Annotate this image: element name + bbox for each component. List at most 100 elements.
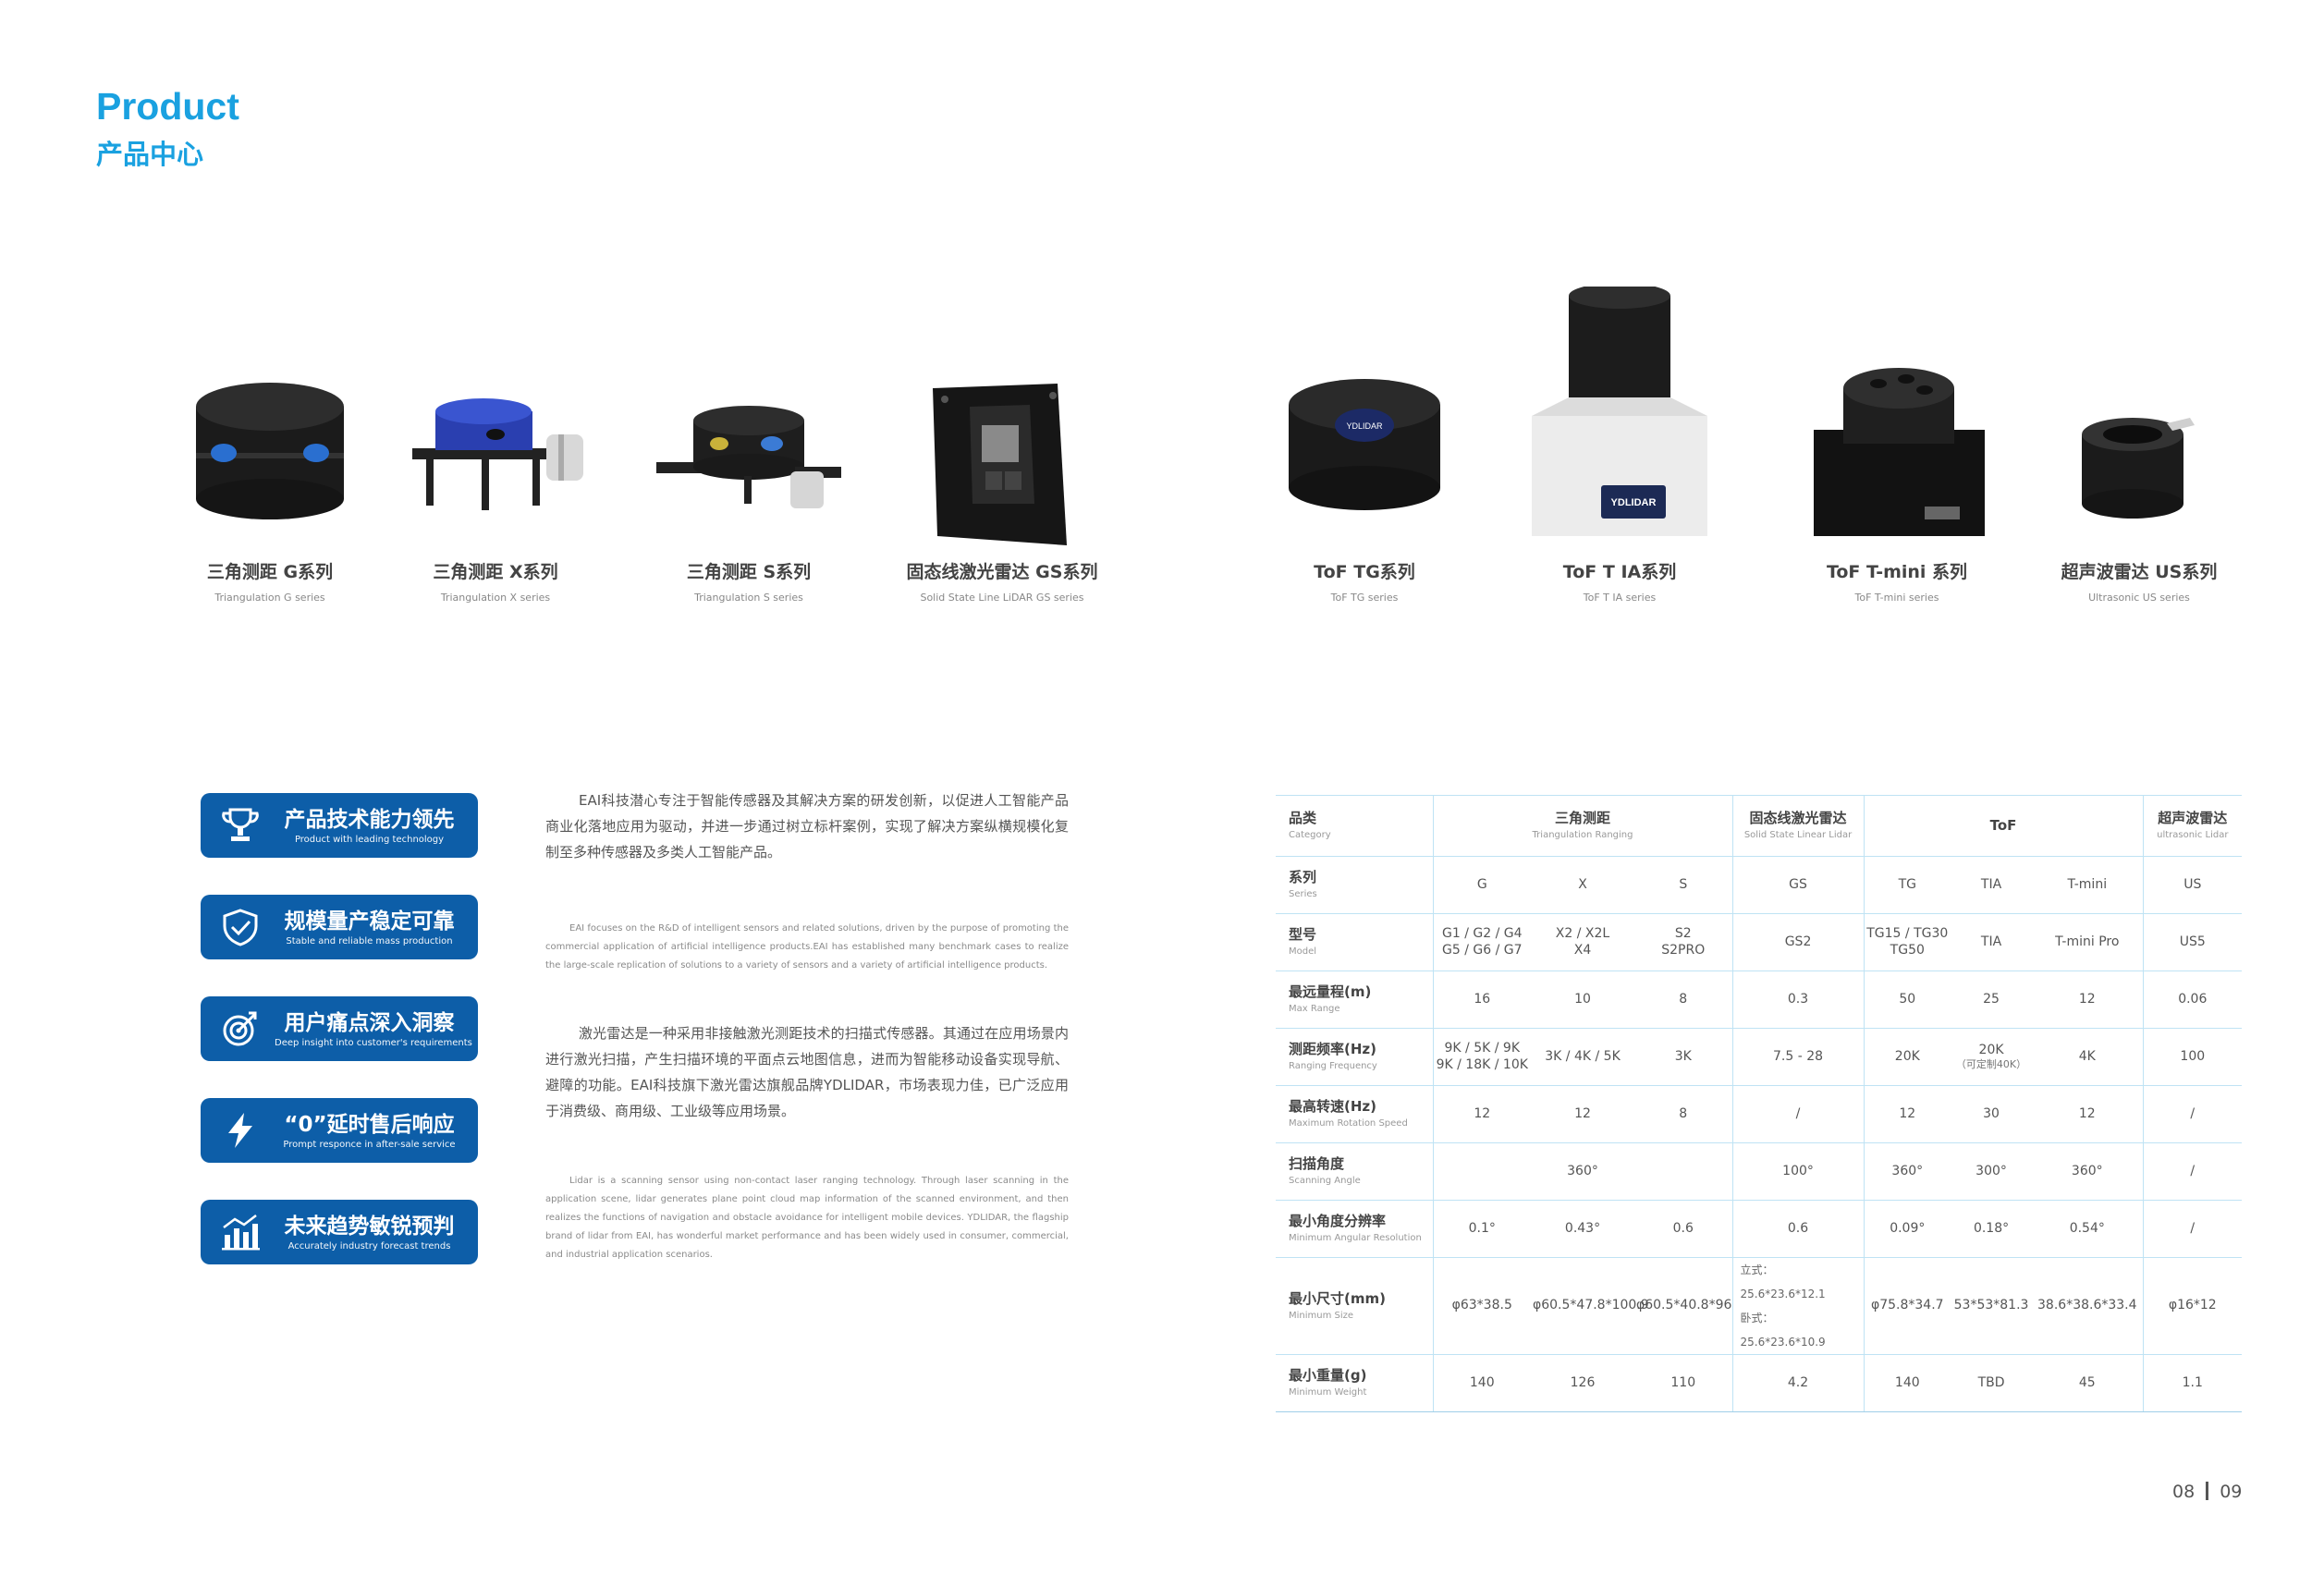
row-label: 最远量程(m)Max Range bbox=[1276, 971, 1433, 1029]
table-cell: 1.1 bbox=[2142, 1354, 2243, 1412]
product-sub: ToF TG series bbox=[1330, 592, 1399, 604]
table-cell: TG bbox=[1863, 856, 1951, 914]
table-cell: 8 bbox=[1634, 1085, 1733, 1143]
lidar-tia-image: YDLIDAR bbox=[1481, 287, 1758, 545]
table-cell: T-mini Pro bbox=[2032, 913, 2144, 971]
table-cell: 38.6*38.6*33.4 bbox=[2032, 1257, 2144, 1355]
feature-title: 用户痛点深入洞察 bbox=[284, 1011, 455, 1035]
trophy-icon bbox=[219, 806, 262, 845]
table-cell: GS bbox=[1731, 856, 1865, 914]
table-cell: 7.5 - 28 bbox=[1731, 1028, 1865, 1086]
feature-title: 规模量产稳定可靠 bbox=[284, 909, 455, 934]
table-cell: φ63*38.5 bbox=[1432, 1257, 1531, 1355]
row-label: 最小重量(g)Minimum Weight bbox=[1276, 1354, 1433, 1412]
table-cell: 12 bbox=[1531, 1085, 1634, 1143]
table-cell: X bbox=[1531, 856, 1634, 914]
product-sub: Solid State Line LiDAR GS series bbox=[920, 592, 1084, 604]
product-name: 三角测距 G系列 bbox=[206, 562, 334, 582]
feature-badge-forecast: 未来趋势敏锐预判 Accurately industry forecast tr… bbox=[201, 1200, 478, 1264]
tg-logo: YDLIDAR bbox=[1346, 421, 1383, 431]
table-cell: 25 bbox=[1951, 971, 2033, 1029]
lidar-x-image bbox=[357, 287, 634, 545]
table-row-range: 最远量程(m)Max Range 16 10 8 0.3 50 25 12 0.… bbox=[1276, 971, 2243, 1029]
feature-title: “0”延时售后响应 bbox=[284, 1113, 455, 1137]
table-cell: 126 bbox=[1531, 1354, 1634, 1412]
product-g-series: 三角测距 G系列 Triangulation G series bbox=[131, 287, 409, 619]
table-cell: 100° bbox=[1731, 1142, 1865, 1201]
feature-sub: Accurately industry forecast trends bbox=[287, 1241, 451, 1251]
lightning-icon bbox=[219, 1111, 262, 1150]
feature-badge-production: 规模量产稳定可靠 Stable and reliable mass produc… bbox=[201, 895, 478, 959]
product-sub: Triangulation S series bbox=[694, 592, 803, 604]
table-cell: 0.06 bbox=[2142, 971, 2243, 1029]
product-name: 三角测距 S系列 bbox=[686, 562, 812, 582]
table-cell: / bbox=[2142, 1085, 2243, 1143]
product-sub: Triangulation G series bbox=[214, 592, 325, 604]
product-name: 超声波雷达 US系列 bbox=[2061, 562, 2218, 582]
intro-paragraph-cn: EAI科技潜心专注于智能传感器及其解决方案的研发创新，以促进人工智能产品商业化落… bbox=[545, 792, 1069, 861]
table-cell: TIA bbox=[1951, 913, 2033, 971]
target-icon bbox=[219, 1009, 262, 1048]
table-cell: / bbox=[2142, 1200, 2243, 1258]
lidar-paragraph-cn: 激光雷达是一种采用非接触激光测距技术的扫描式传感器。其通过在应用场景内进行激光扫… bbox=[545, 1025, 1069, 1119]
table-row-weight: 最小重量(g)Minimum Weight 140 126 110 4.2 14… bbox=[1276, 1354, 2243, 1412]
table-cell: TIA bbox=[1951, 856, 2033, 914]
table-cell: 0.6 bbox=[1634, 1200, 1733, 1258]
table-cell: φ16*12 bbox=[2142, 1257, 2243, 1355]
page-title: Product bbox=[96, 85, 239, 128]
feature-badge-service: “0”延时售后响应 Prompt responce in after-sale … bbox=[201, 1098, 478, 1163]
product-x-series: 三角测距 X系列 Triangulation X series bbox=[357, 287, 634, 619]
intro-paragraph-en: EAI focuses on the R&D of intelligent se… bbox=[545, 923, 1069, 971]
table-cell: φ60.5*47.8*100.9 bbox=[1531, 1257, 1649, 1355]
table-cell: 8 bbox=[1634, 971, 1733, 1029]
table-cell: 16 bbox=[1432, 971, 1531, 1029]
table-cell: 12 bbox=[1863, 1085, 1951, 1143]
product-s-series: 三角测距 S系列 Triangulation S series bbox=[610, 287, 887, 619]
bar-chart-icon bbox=[219, 1213, 262, 1251]
category-tof: ToF bbox=[1863, 795, 2144, 857]
table-cell: 0.1° bbox=[1432, 1200, 1531, 1258]
table-cell: 140 bbox=[1863, 1354, 1951, 1412]
table-cell: 4.2 bbox=[1731, 1354, 1865, 1412]
product-name: 固态线激光雷达 GS系列 bbox=[906, 562, 1098, 582]
product-sub: ToF T IA series bbox=[1583, 592, 1657, 604]
lidar-s-image bbox=[610, 287, 887, 545]
product-name: 三角测距 X系列 bbox=[433, 562, 558, 582]
table-cell: 0.43° bbox=[1531, 1200, 1634, 1258]
table-cell: 10 bbox=[1531, 971, 1634, 1029]
table-cell: 300° bbox=[1951, 1142, 2033, 1201]
product-gs-series: 固态线激光雷达 GS系列 Solid State Line LiDAR GS s… bbox=[863, 287, 1141, 619]
table-cell: 45 bbox=[2032, 1354, 2144, 1412]
product-tmini-series: ToF T-mini 系列 ToF T-mini series bbox=[1758, 287, 2036, 619]
row-label: 最高转速(Hz)Maximum Rotation Speed bbox=[1276, 1085, 1433, 1143]
table-cell: φ75.8*34.7 bbox=[1863, 1257, 1951, 1355]
tia-logo: YDLIDAR bbox=[1611, 497, 1657, 508]
lidar-gs-image bbox=[863, 287, 1141, 545]
table-row-size: 最小尺寸(mm)Minimum Size φ63*38.5 φ60.5*47.8… bbox=[1276, 1257, 2243, 1355]
product-sub: Triangulation X series bbox=[440, 592, 551, 604]
table-cell: 4K bbox=[2032, 1028, 2144, 1086]
table-cell: US bbox=[2142, 856, 2243, 914]
table-cell: 12 bbox=[2032, 971, 2144, 1029]
product-us-series: 超声波雷达 US系列 Ultrasonic US series bbox=[2000, 287, 2278, 619]
table-cell: 140 bbox=[1432, 1354, 1531, 1412]
feature-sub: Prompt responce in after-sale service bbox=[283, 1140, 456, 1150]
table-cell: 0.09° bbox=[1863, 1200, 1951, 1258]
table-cell: 3K / 4K / 5K bbox=[1531, 1028, 1634, 1086]
product-name: ToF T IA系列 bbox=[1562, 562, 1677, 582]
table-cell: US5 bbox=[2142, 913, 2243, 971]
